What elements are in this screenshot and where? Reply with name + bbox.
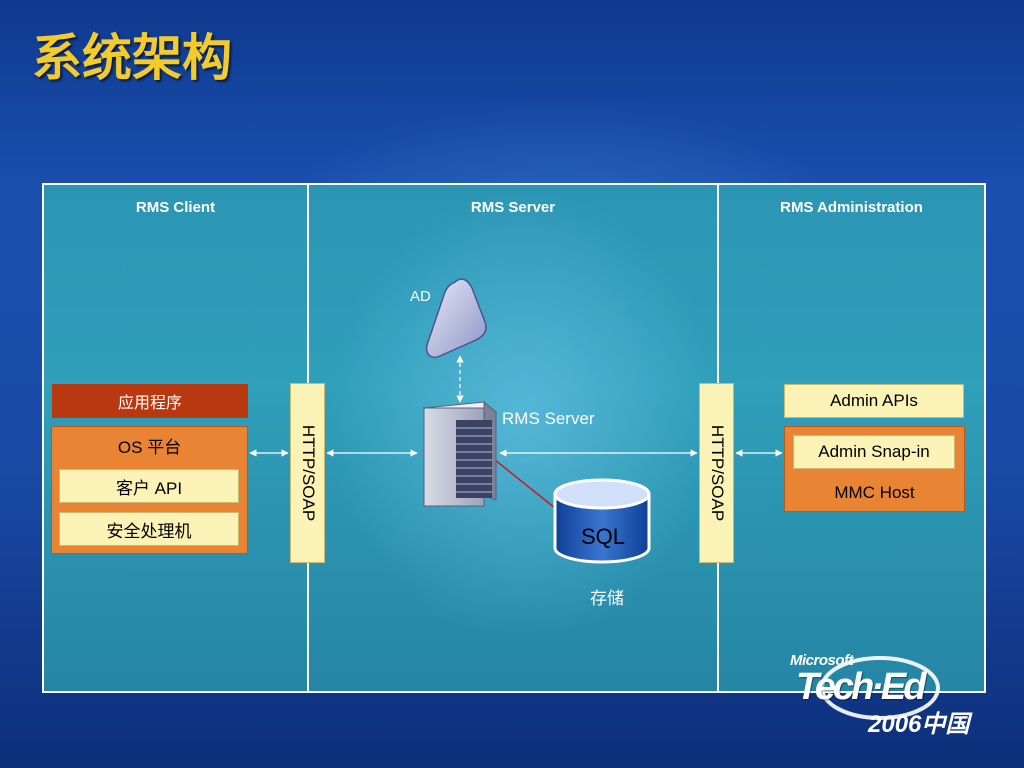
column-header-server: RMS Server: [470, 199, 556, 216]
os-platform-label: OS 平台: [117, 438, 182, 457]
arrow-server-sql: [494, 459, 556, 509]
server-tower-icon: [422, 400, 498, 507]
teched-year-text: 2006中国: [868, 711, 970, 738]
application-box: 应用程序: [52, 384, 248, 418]
teched-logo-text: Tech·Ed: [796, 666, 926, 708]
security-processor-box: 安全处理机: [59, 512, 239, 546]
sql-database-icon: [553, 478, 651, 564]
admin-apis-box: Admin APIs: [784, 384, 964, 418]
admin-snapin-box: Admin Snap-in: [793, 435, 955, 469]
slide-title: 系统架构: [32, 29, 232, 87]
client-api-box: 客户 API: [59, 469, 239, 503]
microsoft-logo-text: Microsoft: [790, 652, 854, 669]
rms-server-label: RMS Server: [502, 409, 595, 428]
mmc-host-label: MMC Host: [834, 483, 915, 502]
sql-label: SQL: [581, 524, 625, 549]
teched-logo-ring: [820, 656, 940, 720]
column-header-administration: RMS Administration: [780, 199, 923, 216]
storage-label: 存储: [590, 589, 624, 608]
http-soap-bar-right: HTTP/SOAP: [699, 383, 734, 563]
column-header-client: RMS Client: [135, 199, 216, 216]
http-soap-bar-left: HTTP/SOAP: [290, 383, 325, 563]
ad-directory-icon: [425, 278, 487, 358]
ad-label: AD: [410, 288, 431, 305]
